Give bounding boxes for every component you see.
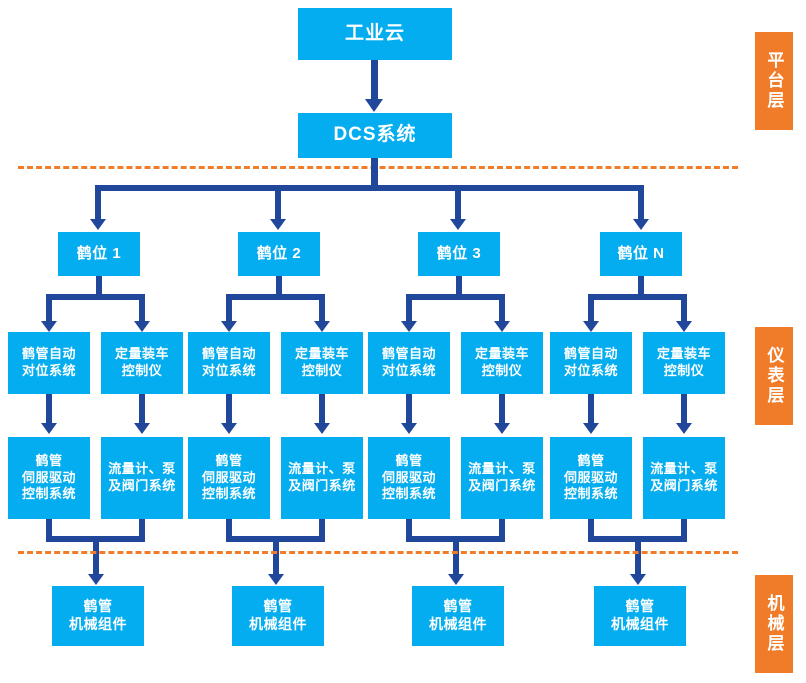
connector-cloud-to-dcs-line [371, 60, 378, 99]
node-industrial-cloud[interactable]: 工业云 [298, 8, 452, 60]
connector-instr5-down-arrow [401, 423, 417, 434]
connector-instr7-down-arrow [583, 423, 599, 434]
connector-bay3-right-arrow [494, 321, 510, 332]
node-instrument-5[interactable]: 鹤管自动 对位系统 [368, 332, 450, 394]
node-component-4[interactable]: 鹤管 机械组件 [594, 586, 686, 646]
connector-bayN-left-arrow [583, 321, 599, 332]
connector-instr4-down-arrow [314, 423, 330, 434]
connector-merge1-down [93, 536, 99, 574]
node-bay-3[interactable]: 鹤位 3 [418, 232, 500, 276]
connector-dcs-stem [371, 158, 378, 188]
connector-merge2-arrow [268, 574, 284, 585]
node-mechanical-3[interactable]: 鹤管 伺服驱动 控制系统 [188, 437, 270, 519]
node-instrument-7[interactable]: 鹤管自动 对位系统 [550, 332, 632, 394]
node-mechanical-8[interactable]: 流量计、泵 及阀门系统 [643, 437, 725, 519]
node-mechanical-4[interactable]: 流量计、泵 及阀门系统 [281, 437, 363, 519]
connector-instr3-down-arrow [221, 423, 237, 434]
connector-bay3-stem [456, 276, 462, 297]
connector-merge2-left-stem [226, 519, 232, 542]
connector-instr1-down-line [46, 394, 52, 423]
node-instrument-1[interactable]: 鹤管自动 对位系统 [8, 332, 90, 394]
connector-bay3-left-drop [406, 294, 412, 321]
node-mechanical-2[interactable]: 流量计、泵 及阀门系统 [101, 437, 183, 519]
connector-bay2-right-arrow [314, 321, 330, 332]
node-instrument-8[interactable]: 定量装车 控制仪 [643, 332, 725, 394]
connector-merge2-right-stem [319, 519, 325, 542]
connector-bay2-left-arrow [221, 321, 237, 332]
connector-merge4-right-stem [681, 519, 687, 542]
connector-instr8-down-line [681, 394, 687, 423]
connector-merge4-arrow [630, 574, 646, 585]
connector-instr1-down-arrow [41, 423, 57, 434]
layer-label-mechanical: 机械层 [755, 575, 793, 673]
connector-bus-drop-1 [95, 185, 101, 219]
node-mechanical-1[interactable]: 鹤管 伺服驱动 控制系统 [8, 437, 90, 519]
connector-merge1-left-stem [46, 519, 52, 542]
connector-bayN-right-arrow [676, 321, 692, 332]
connector-instr8-down-arrow [676, 423, 692, 434]
connector-merge3-left-stem [406, 519, 412, 542]
connector-bus-drop-2 [275, 185, 281, 219]
connector-merge1-arrow [88, 574, 104, 585]
node-dcs-system[interactable]: DCS系统 [298, 113, 452, 158]
node-instrument-6[interactable]: 定量装车 控制仪 [461, 332, 543, 394]
connector-instr3-down-line [226, 394, 232, 423]
layer-label-instrument: 仪表层 [755, 327, 793, 425]
connector-merge4-left-stem [588, 519, 594, 542]
connector-instr6-down-line [499, 394, 505, 423]
connector-bay3-bar [406, 294, 505, 300]
connector-bay3-left-arrow [401, 321, 417, 332]
divider-platform-instrument [18, 166, 738, 169]
connector-merge4-down [635, 536, 641, 574]
connector-instr2-down-arrow [134, 423, 150, 434]
node-instrument-3[interactable]: 鹤管自动 对位系统 [188, 332, 270, 394]
connector-merge2-down [273, 536, 279, 574]
connector-bay1-right-arrow [134, 321, 150, 332]
node-component-1[interactable]: 鹤管 机械组件 [52, 586, 144, 646]
connector-instr2-down-line [139, 394, 145, 423]
node-mechanical-7[interactable]: 鹤管 伺服驱动 控制系统 [550, 437, 632, 519]
connector-bay1-stem [96, 276, 102, 297]
connector-bay2-right-drop [319, 294, 325, 321]
connector-bay1-right-drop [139, 294, 145, 321]
connector-instr7-down-line [588, 394, 594, 423]
connector-bus-arrow-3 [450, 219, 466, 230]
connector-bayN-left-drop [588, 294, 594, 321]
connector-bayN-bar [588, 294, 687, 300]
connector-bus-drop-4 [638, 185, 644, 219]
connector-bus-arrow-1 [90, 219, 106, 230]
node-bay-1[interactable]: 鹤位 1 [58, 232, 140, 276]
connector-bay1-left-arrow [41, 321, 57, 332]
node-mechanical-6[interactable]: 流量计、泵 及阀门系统 [461, 437, 543, 519]
connector-bay2-left-drop [226, 294, 232, 321]
connector-instr6-down-arrow [494, 423, 510, 434]
connector-bay3-right-drop [499, 294, 505, 321]
connector-bayN-stem [638, 276, 644, 297]
connector-merge3-down [453, 536, 459, 574]
connector-dcs-bus [95, 185, 644, 191]
connector-instr4-down-line [319, 394, 325, 423]
connector-bay2-bar [226, 294, 325, 300]
connector-bay1-bar [46, 294, 145, 300]
connector-bus-drop-3 [455, 185, 461, 219]
layer-label-platform: 平台层 [755, 32, 793, 130]
node-instrument-4[interactable]: 定量装车 控制仪 [281, 332, 363, 394]
connector-instr5-down-line [406, 394, 412, 423]
connector-bus-arrow-2 [270, 219, 286, 230]
node-component-3[interactable]: 鹤管 机械组件 [412, 586, 504, 646]
node-component-2[interactable]: 鹤管 机械组件 [232, 586, 324, 646]
node-bay-2[interactable]: 鹤位 2 [238, 232, 320, 276]
divider-instrument-mechanical [18, 551, 738, 554]
connector-bayN-right-drop [681, 294, 687, 321]
node-instrument-2[interactable]: 定量装车 控制仪 [101, 332, 183, 394]
node-mechanical-5[interactable]: 鹤管 伺服驱动 控制系统 [368, 437, 450, 519]
connector-merge3-arrow [448, 574, 464, 585]
connector-bus-arrow-4 [633, 219, 649, 230]
connector-cloud-to-dcs-arrow [365, 99, 383, 112]
node-bay-N[interactable]: 鹤位 N [600, 232, 682, 276]
connector-merge3-right-stem [499, 519, 505, 542]
connector-bay1-left-drop [46, 294, 52, 321]
connector-merge1-right-stem [139, 519, 145, 542]
connector-bay2-stem [276, 276, 282, 297]
